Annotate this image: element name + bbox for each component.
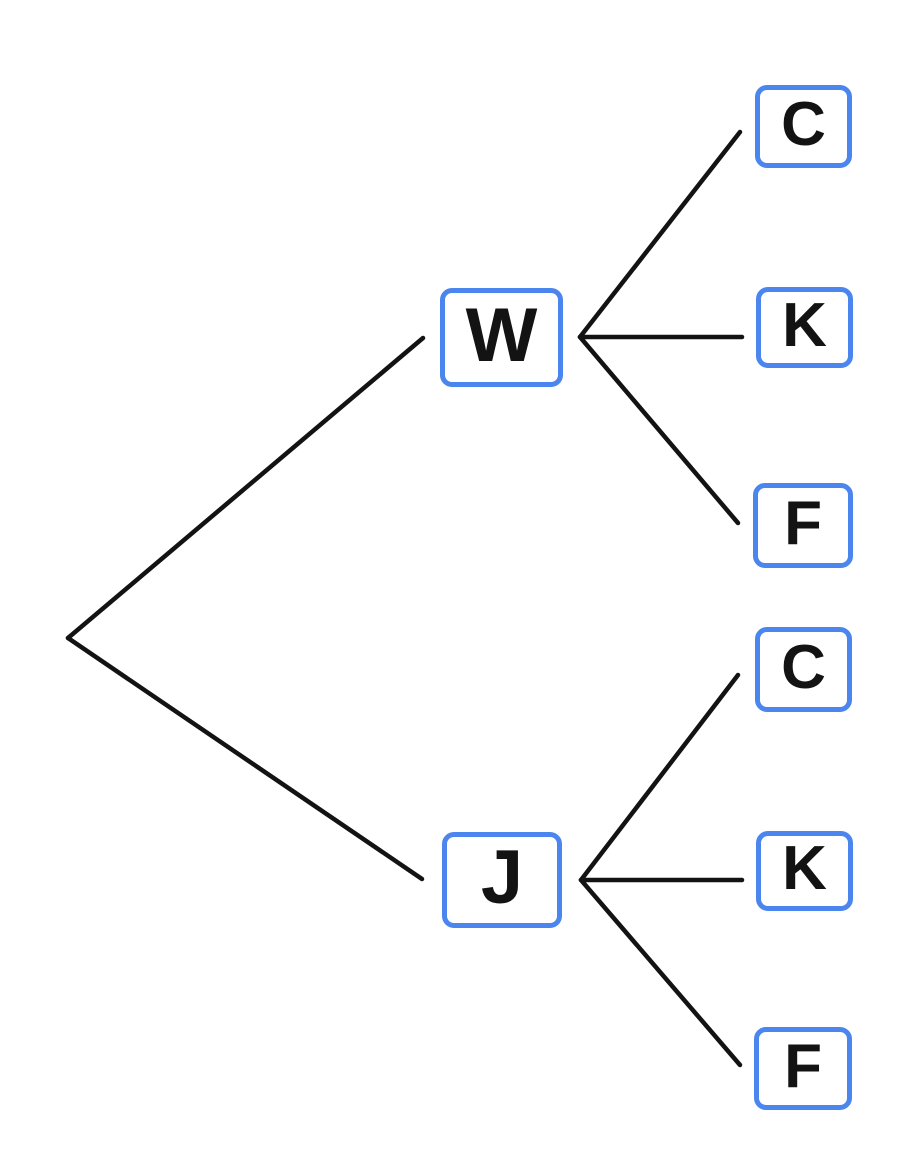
edge-root-to-w	[65, 335, 426, 641]
leaf-w-k: K	[756, 287, 853, 368]
leaf-w-f: F	[753, 483, 853, 568]
node-j: J	[442, 832, 562, 928]
edge-root-to-j	[65, 635, 425, 882]
node-label: F	[784, 1031, 822, 1101]
edge-j-to-f	[578, 877, 743, 1068]
node-label: C	[781, 632, 826, 702]
node-label: F	[784, 488, 822, 558]
node-label: K	[782, 290, 827, 360]
node-label: K	[782, 834, 827, 903]
leaf-j-c: C	[755, 627, 852, 712]
leaf-j-k: K	[756, 831, 853, 911]
node-label: C	[781, 89, 826, 159]
node-label: W	[465, 292, 538, 378]
node-w: W	[440, 288, 563, 387]
edge-w-to-f	[577, 334, 741, 526]
leaf-j-f: F	[754, 1027, 852, 1110]
node-label: J	[480, 835, 524, 920]
leaf-w-c: C	[755, 85, 852, 168]
edge-j-to-c	[578, 672, 741, 883]
edge-w-to-c	[577, 129, 743, 340]
